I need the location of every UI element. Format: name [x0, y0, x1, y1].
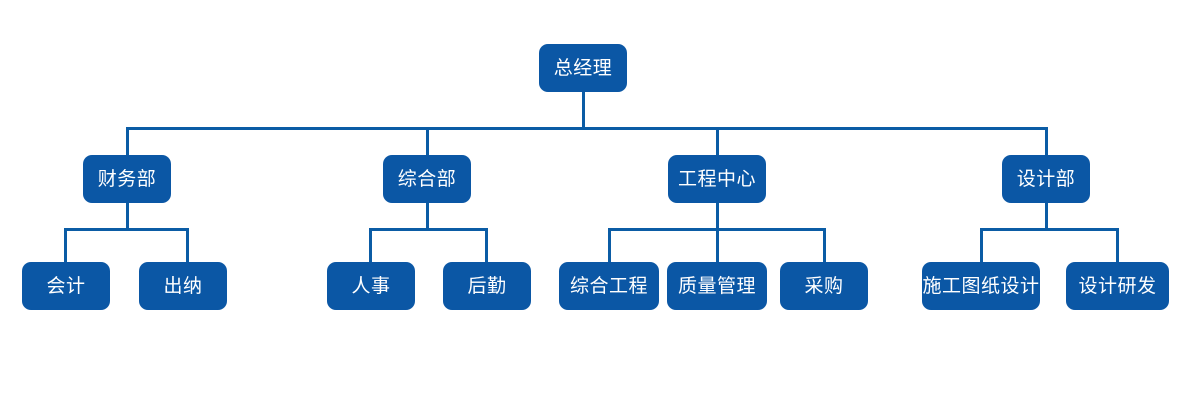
org-node-procurement[interactable]: 采购 [780, 262, 868, 310]
org-node-finance[interactable]: 财务部 [83, 155, 171, 203]
connector-drop-engineering [716, 127, 719, 156]
connector-drop-hr [369, 228, 372, 262]
org-node-engineering-center[interactable]: 工程中心 [668, 155, 766, 203]
connector-drop-general-affairs [426, 127, 429, 156]
connector-drop-procurement [823, 228, 826, 262]
connector-drop-comprehensive-engineering [608, 228, 611, 262]
connector-drop-quality-management [716, 228, 719, 262]
connector-drop-design-rd [1116, 228, 1119, 262]
org-node-label: 综合部 [397, 168, 457, 190]
org-node-label: 会计 [46, 275, 86, 297]
connector-general-affairs-stem [426, 203, 429, 231]
org-node-label: 人事 [351, 275, 391, 297]
org-node-hr[interactable]: 人事 [327, 262, 415, 310]
org-node-root[interactable]: 总经理 [539, 44, 627, 92]
org-node-logistics[interactable]: 后勤 [443, 262, 531, 310]
org-node-design-rd[interactable]: 设计研发 [1066, 262, 1169, 310]
connector-root-stem [582, 92, 585, 130]
org-node-accounting[interactable]: 会计 [22, 262, 110, 310]
org-node-label: 施工图纸设计 [922, 275, 1040, 297]
org-node-design[interactable]: 设计部 [1002, 155, 1090, 203]
org-node-label: 质量管理 [677, 275, 756, 297]
org-node-construction-drawing-design[interactable]: 施工图纸设计 [922, 262, 1040, 310]
org-node-quality-management[interactable]: 质量管理 [667, 262, 767, 310]
org-node-label: 后勤 [467, 275, 507, 297]
org-node-label: 工程中心 [677, 168, 756, 190]
connector-drop-cashier [186, 228, 189, 262]
org-node-label: 综合工程 [569, 275, 648, 297]
connector-drop-finance [126, 127, 129, 156]
org-node-label: 总经理 [553, 57, 613, 79]
org-node-label: 设计研发 [1078, 275, 1157, 297]
connector-finance-bar [65, 228, 189, 231]
connector-drop-construction-drawing-design [980, 228, 983, 262]
org-node-comprehensive-engineering[interactable]: 综合工程 [559, 262, 659, 310]
connector-design-bar [981, 228, 1119, 231]
org-node-label: 采购 [804, 275, 844, 297]
org-node-general-affairs[interactable]: 综合部 [383, 155, 471, 203]
org-node-label: 出纳 [163, 275, 203, 297]
org-node-cashier[interactable]: 出纳 [139, 262, 227, 310]
connector-level1-bus [127, 127, 1048, 130]
connector-drop-design [1045, 127, 1048, 156]
org-node-label: 财务部 [97, 168, 157, 190]
org-node-label: 设计部 [1016, 168, 1076, 190]
connector-engineering-stem [716, 203, 719, 231]
connector-finance-stem [126, 203, 129, 231]
connector-design-stem [1045, 203, 1048, 231]
connector-general-affairs-bar [370, 228, 488, 231]
connector-drop-accounting [64, 228, 67, 262]
connector-drop-logistics [485, 228, 488, 262]
